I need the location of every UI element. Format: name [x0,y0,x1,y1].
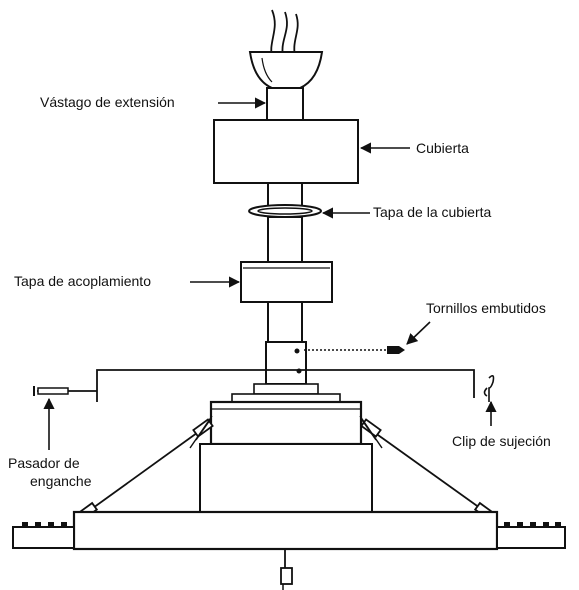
label-hanger-pin-line2: enganche [30,473,92,489]
label-hanger-pin-line1: Pasador de [8,455,80,471]
label-set-screws: Tornillos embutidos [426,300,546,316]
blade-arm-right [496,522,566,549]
pull-chain-switch [280,549,293,590]
fan-body [72,510,499,551]
label-canopy: Cubierta [416,140,469,156]
bracket-fins [189,415,383,449]
canopy [213,119,359,184]
retaining-clip [483,374,495,402]
extension-rod [266,87,304,121]
ball-mount [248,51,324,89]
safety-cables [85,424,488,514]
motor-collar [253,383,319,395]
callout-arrows [43,97,497,450]
lower-housing [199,443,373,517]
label-extension-rod: Vástago de extensión [40,94,175,110]
hanger-pin [33,386,69,396]
label-retaining-clip: Clip de sujeción [452,433,551,449]
set-screw [304,346,405,354]
coupling [265,341,307,385]
blade-arm-left [12,522,75,549]
label-canopy-cover: Tapa de la cubierta [373,204,492,220]
label-coupling-cover: Tapa de acoplamiento [14,273,151,289]
canopy-cover-ring [248,204,322,218]
motor-housing [209,400,363,446]
